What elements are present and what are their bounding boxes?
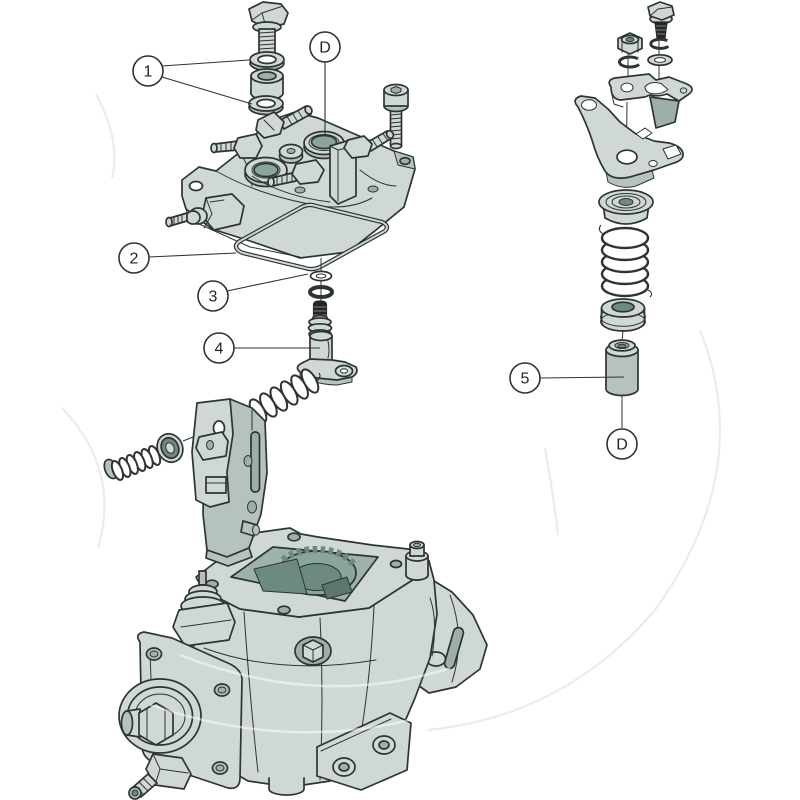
front-fitting — [165, 193, 245, 231]
idle-spring-with-plug — [103, 445, 162, 481]
callout-4-circle — [203, 332, 235, 364]
seal-bushing — [156, 427, 217, 464]
sealing-washers — [307, 258, 335, 302]
callout-d-top: D — [309, 31, 341, 136]
callout-5-circle — [509, 362, 541, 394]
pivot-hole — [581, 99, 597, 111]
spring-seat-upper — [598, 189, 654, 225]
socket-head-bolt — [383, 83, 409, 150]
drive-hub — [118, 678, 202, 754]
center-hole — [616, 149, 638, 165]
inlet-fitting — [128, 753, 192, 800]
governor-opening — [230, 545, 379, 602]
head-gasket — [233, 202, 390, 272]
spring-seat-lower — [600, 298, 646, 332]
spring-washer — [649, 37, 670, 50]
callout-d-bottom-label: D — [616, 437, 628, 454]
top-hole — [294, 186, 306, 194]
callout-2: 2 — [118, 242, 237, 274]
callout-3-circle — [197, 280, 229, 312]
watermark-streak — [179, 653, 451, 688]
callout-3-label: 3 — [209, 289, 218, 306]
callout-d-top-circle — [309, 31, 341, 63]
lever-cutout — [644, 82, 669, 95]
o-ring — [307, 285, 335, 299]
callout-4: 4 — [203, 332, 320, 364]
left-column-assembly — [248, 1, 409, 150]
flat-washer — [647, 53, 673, 67]
delivery-valve-fitting-b — [210, 133, 263, 159]
center-boss — [278, 143, 304, 164]
return-spring — [598, 224, 653, 298]
hex-bolt — [647, 1, 675, 39]
mounting-bracket — [316, 712, 412, 791]
callout-5: 5 — [509, 362, 625, 394]
distributor-head — [165, 105, 416, 259]
overflow-fitting — [405, 540, 429, 581]
washer-spacer-stack — [248, 51, 285, 116]
bottom-boss — [268, 777, 305, 796]
callout-1: 1 — [132, 55, 253, 105]
hex-nut — [617, 32, 643, 55]
washer-hole — [257, 54, 277, 65]
delivery-valve-fitting-d — [343, 129, 395, 159]
lock-washer — [618, 55, 641, 69]
callout-1-circle — [132, 55, 164, 87]
callout-d-top-label: D — [319, 40, 331, 57]
callout-2-circle — [118, 242, 150, 274]
stop-lever-plate — [608, 73, 693, 129]
bolt-hole — [620, 82, 634, 93]
governor-bracket — [191, 398, 268, 567]
callout-3: 3 — [197, 273, 309, 312]
bracket-tab — [205, 476, 227, 494]
callout-d-bottom-circle — [606, 428, 638, 460]
callout-2-label: 2 — [130, 251, 139, 268]
pressure-valve — [172, 570, 236, 647]
delivery-valve-fitting-c — [267, 159, 325, 188]
lug-hole — [399, 156, 411, 166]
watermark-streak — [149, 698, 471, 734]
right-column-assembly — [574, 1, 693, 428]
hook-notch — [662, 144, 682, 160]
drive-shaft-nut — [138, 702, 174, 746]
delivery-valve-fitting-a — [255, 105, 313, 139]
hex-socket — [390, 86, 402, 94]
callout-d-bottom: D — [606, 428, 638, 460]
callout-5-label: 5 — [521, 371, 530, 388]
plunger-sleeve — [605, 339, 639, 397]
hex-flange-bolt — [248, 1, 289, 60]
callout-4-label: 4 — [215, 341, 224, 358]
top-hole-2 — [367, 185, 379, 193]
callout-1-label: 1 — [144, 64, 153, 81]
watermark-curves — [61, 93, 721, 732]
ear-hole — [188, 180, 204, 192]
start-lever — [574, 95, 684, 188]
injection-pump-housing — [118, 527, 488, 800]
body-hex-bolt — [294, 636, 332, 666]
